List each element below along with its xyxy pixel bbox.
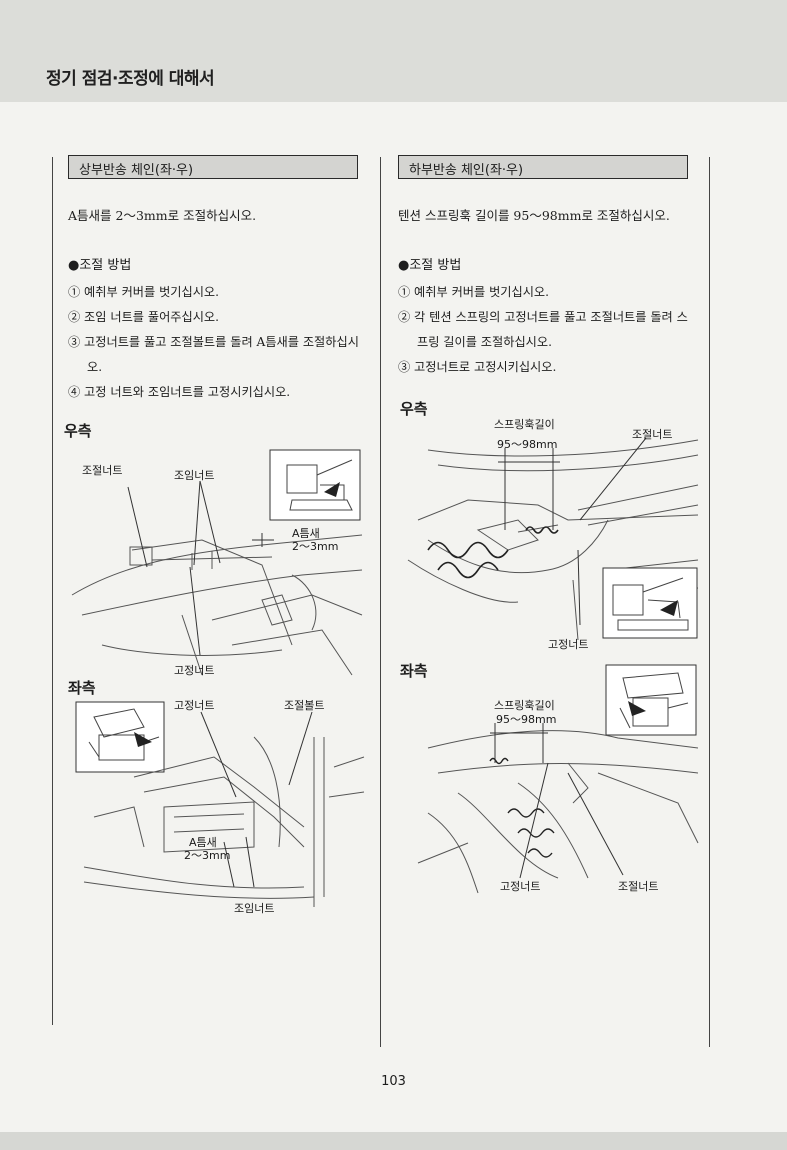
label-spring-length: 스프링훅길이: [494, 418, 555, 431]
label-adjust-nut: 조절너트: [632, 428, 673, 441]
label-gap-value-left: 2～3mm: [184, 849, 231, 862]
intro-text: A틈새를 2～3mm로 조절하십시오.: [68, 208, 257, 223]
label-tighten-nut-left: 조임너트: [234, 902, 275, 915]
footer-band: [0, 1132, 787, 1150]
figure-upper-chain-left: [74, 697, 366, 912]
method-heading: ●조절 방법: [398, 258, 462, 273]
section-title-lower-chain: 하부반송 체인(좌·우): [398, 155, 688, 179]
list-item: ④ 고정 너트와 조임너트를 고정시키십시오.: [68, 385, 291, 399]
step-list: ① 예취부 커버를 벗기십시오. ② 조임 너트를 풀어주십시오. ③ 고정너트…: [68, 280, 370, 405]
figure-upper-chain-right: [62, 445, 367, 680]
arrow-icon: [134, 732, 152, 747]
label-gap-left: A틈새: [189, 836, 217, 849]
list-item: ③ 고정너트로 고정시키십시오.: [398, 360, 557, 374]
section-title-upper-chain: 상부반송 체인(좌·우): [68, 155, 358, 179]
column-divider: [380, 157, 381, 1047]
label-adjust-bolt: 조절볼트: [284, 699, 325, 712]
step-list: ① 예취부 커버를 벗기십시오. ② 각 텐션 스프링의 고정너트를 풀고 조절…: [398, 280, 706, 380]
label-fixed-nut: 고정너트: [174, 664, 215, 677]
label-fixed-nut-left: 고정너트: [500, 880, 541, 893]
figure-heading-left: 좌측: [400, 662, 428, 680]
figure-heading-left: 좌측: [68, 679, 96, 697]
diagram-lower-chain-left: [417, 664, 699, 894]
figure-heading-right: 우측: [64, 422, 92, 440]
left-column: 상부반송 체인(좌·우) A틈새를 2～3mm로 조절하십시오. ●조절 방법 …: [52, 155, 370, 405]
label-fixed-nut-left: 고정너트: [174, 699, 215, 712]
label-fixed-nut: 고정너트: [548, 638, 589, 651]
label-gap: A틈새: [292, 527, 320, 540]
label-gap-value: 2～3mm: [292, 540, 339, 553]
label-adjust-nut: 조절너트: [82, 464, 123, 477]
list-item: ① 예취부 커버를 벗기십시오.: [398, 285, 550, 299]
right-column-rule-end: [709, 157, 710, 1047]
label-tighten-nut: 조임너트: [174, 469, 215, 482]
page-number: 103: [381, 1074, 406, 1089]
list-item: ① 예취부 커버를 벗기십시오.: [68, 285, 220, 299]
arrow-icon: [628, 701, 646, 716]
arrow-icon: [324, 482, 340, 497]
label-adjust-nut-left: 조절너트: [618, 880, 659, 893]
left-column-rule-start: [52, 157, 53, 1025]
intro-text: 텐션 스프링훅 길이를 95～98mm로 조절하십시오.: [398, 208, 670, 223]
list-item: ② 각 텐션 스프링의 고정너트를 풀고 조절너트를 돌려 스프링 길이를 조절…: [398, 310, 688, 349]
list-item: ③ 고정너트를 풀고 조절볼트를 돌려 A틈새를 조절하십시오.: [68, 335, 359, 374]
label-spring-length-left: 스프링훅길이: [494, 699, 555, 712]
figure-heading-right: 우측: [400, 400, 428, 418]
figure-lower-chain-left: [398, 663, 703, 898]
label-spring-value: 95～98mm: [497, 438, 558, 451]
diagram-upper-chain-left: [75, 701, 365, 907]
label-spring-value-left: 95～98mm: [496, 713, 557, 726]
page-title: 정기 점검·조정에 대해서: [46, 69, 215, 89]
diagram-upper-chain-right: [71, 449, 363, 676]
header-band: 정기 점검·조정에 대해서: [0, 0, 787, 102]
right-column: 하부반송 체인(좌·우) 텐션 스프링훅 길이를 95～98mm로 조절하십시오…: [388, 155, 706, 380]
method-heading: ●조절 방법: [68, 258, 132, 273]
diagram-lower-chain-right: [407, 437, 699, 641]
arrow-icon: [660, 600, 678, 616]
list-item: ② 조임 너트를 풀어주십시오.: [68, 310, 220, 324]
figure-lower-chain-right: [398, 420, 703, 652]
